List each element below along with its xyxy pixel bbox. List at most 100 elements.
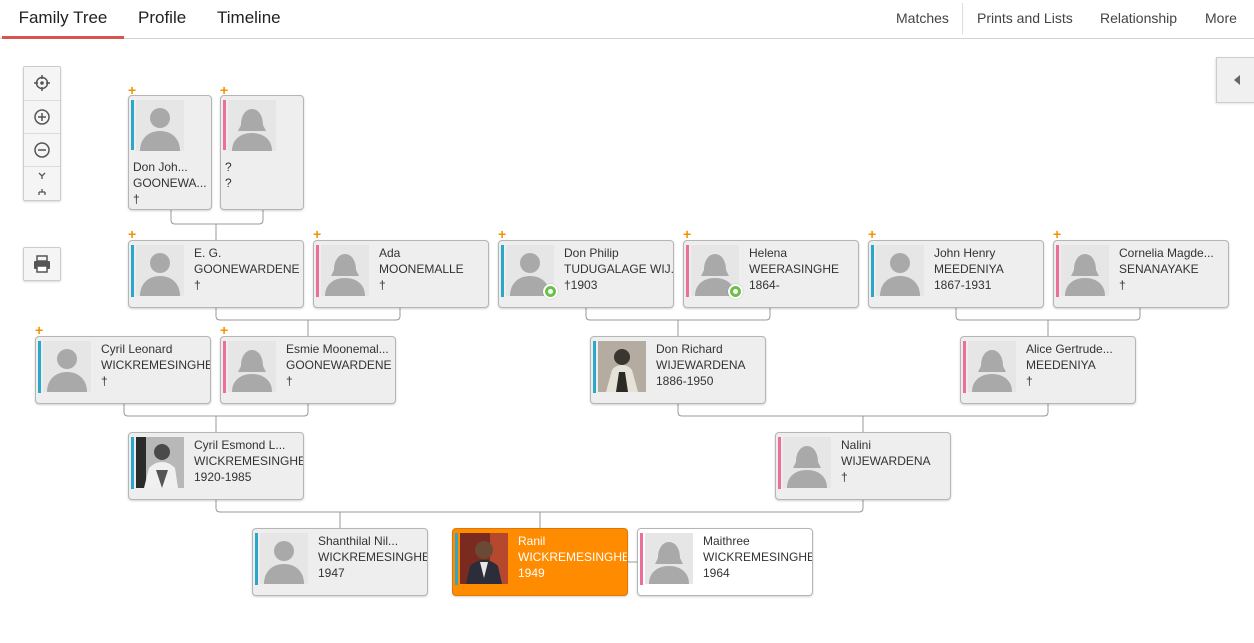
recenter-button[interactable]: [24, 67, 60, 99]
gender-bar: [131, 245, 134, 297]
person-card[interactable]: Cyril Leonard WICKREMESINGHE †: [35, 336, 211, 404]
person-card[interactable]: John Henry MEEDENIYA 1867-1931: [868, 240, 1044, 308]
person-given-name: Esmie Moonemal...: [286, 342, 389, 356]
person-given-name: Don Richard: [656, 342, 723, 356]
collapse-icon: [38, 172, 46, 179]
tree-layout-icon: [38, 188, 46, 195]
print-icon: [34, 255, 50, 273]
person-dates: 1947: [318, 566, 345, 580]
male-avatar-icon: [43, 341, 91, 392]
add-parents-button[interactable]: +: [128, 82, 137, 98]
gender-bar: [501, 245, 504, 297]
person-surname: GOONEWARDENE: [286, 358, 392, 372]
person-dates: 1964: [703, 566, 730, 580]
female-avatar-icon: [228, 341, 276, 392]
menu-more[interactable]: More: [1205, 10, 1237, 26]
gender-bar: [455, 533, 458, 585]
person-dates: 1886-1950: [656, 374, 714, 388]
female-avatar-icon: [228, 100, 276, 151]
zoom-out-button[interactable]: [24, 133, 60, 166]
person-surname: MEEDENIYA: [1026, 358, 1096, 372]
person-dates: †: [286, 374, 293, 388]
add-parents-button[interactable]: +: [35, 322, 44, 338]
person-card[interactable]: Don Richard WIJEWARDENA 1886-1950: [590, 336, 766, 404]
gender-bar: [131, 100, 134, 150]
add-parents-button[interactable]: +: [313, 226, 322, 242]
person-given-name: Don Philip: [564, 246, 619, 260]
person-card[interactable]: E. G. GOONEWARDENE †: [128, 240, 304, 308]
gender-bar: [38, 341, 41, 393]
recenter-icon: [34, 75, 50, 91]
person-dates: †: [1026, 374, 1033, 388]
tab-profile[interactable]: Profile: [138, 8, 187, 27]
person-card[interactable]: Cornelia Magde... SENANAYAKE †: [1053, 240, 1229, 308]
gender-bar: [593, 341, 596, 393]
gender-bar: [223, 341, 226, 393]
add-parents-button[interactable]: +: [1053, 226, 1062, 242]
person-given-name: Cyril Leonard: [101, 342, 173, 356]
person-surname: MEEDENIYA: [934, 262, 1004, 276]
record-hint-icon[interactable]: [728, 284, 743, 299]
person-given-name: Helena: [749, 246, 788, 260]
add-parents-button[interactable]: +: [128, 226, 137, 242]
male-avatar-icon: [260, 533, 308, 584]
person-card[interactable]: Don Philip TUDUGALAGE WIJ... †1903: [498, 240, 674, 308]
gender-bar: [223, 100, 226, 150]
male-avatar-icon: [136, 100, 184, 151]
collapse-button[interactable]: [24, 166, 60, 184]
person-given-name: Cyril Esmond L...: [194, 438, 286, 452]
female-avatar-icon: [321, 245, 369, 296]
person-given-name: Don Joh...: [133, 160, 188, 174]
top-navigation: Family Tree Profile Timeline Matches Pri…: [0, 0, 1254, 39]
person-card[interactable]: Alice Gertrude... MEEDENIYA †: [960, 336, 1136, 404]
person-given-name: ?: [225, 160, 232, 174]
tab-family-tree[interactable]: Family Tree: [2, 0, 124, 39]
zoom-in-button[interactable]: [24, 100, 60, 133]
gender-bar: [316, 245, 319, 297]
person-card[interactable]: Shanthilal Nil... WICKREMESINGHE 1947: [252, 528, 428, 596]
person-photo: [460, 533, 508, 584]
gender-bar: [640, 533, 643, 585]
person-card[interactable]: Esmie Moonemal... GOONEWARDENE †: [220, 336, 396, 404]
record-hint-icon[interactable]: [543, 284, 558, 299]
gender-bar: [131, 437, 134, 489]
female-avatar-icon: [1061, 245, 1109, 296]
print-button[interactable]: [23, 247, 61, 281]
female-avatar-icon: [968, 341, 1016, 392]
spouse-card[interactable]: Maithree WICKREMESINGHE 1964: [637, 528, 813, 596]
tab-timeline[interactable]: Timeline: [217, 8, 281, 27]
person-card[interactable]: Ada MOONEMALLE †: [313, 240, 489, 308]
male-avatar-icon: [876, 245, 924, 296]
person-card[interactable]: Don Joh... GOONEWA... †: [128, 95, 212, 210]
person-surname: MOONEMALLE: [379, 262, 464, 276]
person-surname: WICKREMESINGHE: [518, 550, 627, 564]
person-surname: WICKREMESINGHE: [101, 358, 210, 372]
menu-relationship[interactable]: Relationship: [1100, 10, 1178, 26]
add-parents-button[interactable]: +: [683, 226, 692, 242]
gender-bar: [778, 437, 781, 489]
person-dates: †: [133, 192, 140, 206]
menu-divider: [962, 3, 963, 34]
tree-layout-button[interactable]: [24, 183, 60, 200]
person-surname: SENANAYAKE: [1119, 262, 1199, 276]
person-surname: WIJEWARDENA: [656, 358, 746, 372]
person-surname: WIJEWARDENA: [841, 454, 931, 468]
focus-person-card[interactable]: Ranil WICKREMESINGHE 1949: [452, 528, 628, 596]
gender-bar: [963, 341, 966, 393]
collapse-panel-button[interactable]: [1216, 57, 1254, 103]
add-parents-button[interactable]: +: [868, 226, 877, 242]
add-parents-button[interactable]: +: [220, 82, 229, 98]
person-surname: GOONEWARDENE: [194, 262, 300, 276]
person-card[interactable]: Helena WEERASINGHE 1864-: [683, 240, 859, 308]
zoom-out-icon: [34, 142, 50, 158]
person-card[interactable]: ? ?: [220, 95, 304, 210]
person-card[interactable]: Nalini WIJEWARDENA †: [775, 432, 951, 500]
person-photo: [598, 341, 646, 392]
person-card[interactable]: Cyril Esmond L... WICKREMESINGHE 1920-19…: [128, 432, 304, 500]
menu-prints-and-lists[interactable]: Prints and Lists: [977, 10, 1073, 26]
menu-matches[interactable]: Matches: [896, 10, 949, 26]
add-parents-button[interactable]: +: [220, 322, 229, 338]
collapse-panel-icon: [1234, 75, 1240, 85]
zoom-in-icon: [34, 109, 50, 125]
add-parents-button[interactable]: +: [498, 226, 507, 242]
